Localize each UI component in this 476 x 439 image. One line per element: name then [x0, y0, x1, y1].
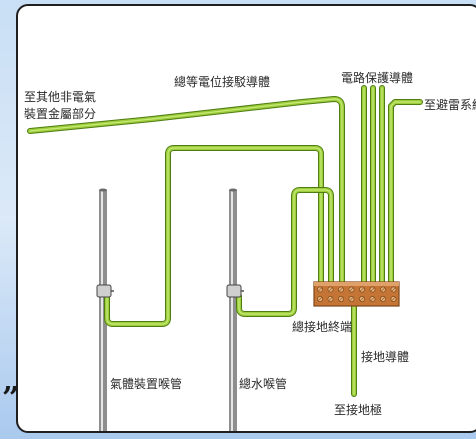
terminal-screw-slot: [328, 287, 333, 292]
gas-pipe-highlight: [101, 190, 103, 431]
lightning-system-wire-highlight: [390, 101, 421, 285]
terminal-screw-slot: [360, 287, 364, 292]
terminal-top-highlight: [314, 282, 399, 286]
label-equipotential-bonding-conductor: 總等電位接駁導體: [174, 74, 270, 89]
clamps-layer: [96, 284, 244, 298]
quote-mark: ”: [2, 381, 20, 416]
terminal-screw-slot: [381, 287, 385, 292]
lightning-system-wire: [389, 100, 422, 286]
terminal-screw-slot: [318, 297, 322, 301]
label-to-earth-electrode: 至接地極: [334, 402, 382, 417]
terminal-screw-slot: [349, 297, 354, 301]
equipotential-bonding-wire-to-other-metal-highlight: [29, 98, 343, 285]
terminal-screw-slot: [370, 297, 375, 301]
label-to-lightning-system: 至避雷系統: [424, 98, 476, 112]
label-gas-pipe: 氣體裝置喉管: [110, 376, 182, 391]
bonding-wire-to-gas-pipe-outline: [104, 145, 324, 327]
label-other-metal-line2: 裝置金屬部分: [24, 106, 96, 121]
terminal-screw-slot: [391, 297, 396, 301]
bonding-wire-to-gas-pipe-highlight: [106, 147, 322, 325]
gas-pipe-clamp: [96, 284, 112, 298]
water-pipe-highlight: [231, 190, 233, 431]
pipes-layer: [99, 188, 237, 431]
water-pipe-top: [229, 188, 237, 192]
label-other-metal-line1: 至其他非電氣: [24, 90, 96, 104]
terminal-screw-slot: [339, 297, 343, 301]
terminal-screw-slot: [381, 297, 385, 301]
main-earthing-terminal-bar: [313, 281, 400, 307]
label-earthing-conductor: 接地導體: [361, 349, 409, 364]
label-circuit-protective-conductor: 電路保護導體: [341, 70, 413, 85]
terminal-screw-slot: [391, 287, 396, 292]
earthing-diagram: 至其他非電氣 裝置金屬部分 總等電位接駁導體 電路保護導體 至避雷系統 總接地終…: [24, 70, 476, 431]
wires-layer: [27, 85, 423, 397]
label-main-water-pipe: 總水喉管: [239, 376, 287, 391]
label-main-earthing-terminal: 總接地終端: [292, 319, 352, 334]
terminal-screw-slot: [339, 287, 343, 292]
lightning-system-wire-outline: [388, 99, 423, 287]
terminal-screw-slot: [370, 287, 375, 292]
bonding-wire-to-water-pipe-highlight: [238, 189, 332, 315]
gas-pipe-top: [99, 188, 107, 192]
terminal-screw-slot: [360, 297, 364, 301]
diagram-frame: 至其他非電氣 裝置金屬部分 總等電位接駁導體 電路保護導體 至避雷系統 總接地終…: [16, 4, 476, 433]
terminal-screw-slot: [328, 297, 333, 301]
terminal-screw-slot: [349, 287, 354, 292]
water-pipe-clamp: [226, 284, 242, 298]
bonding-wire-to-gas-pipe: [105, 146, 323, 326]
terminal-screw-slot: [318, 287, 322, 292]
